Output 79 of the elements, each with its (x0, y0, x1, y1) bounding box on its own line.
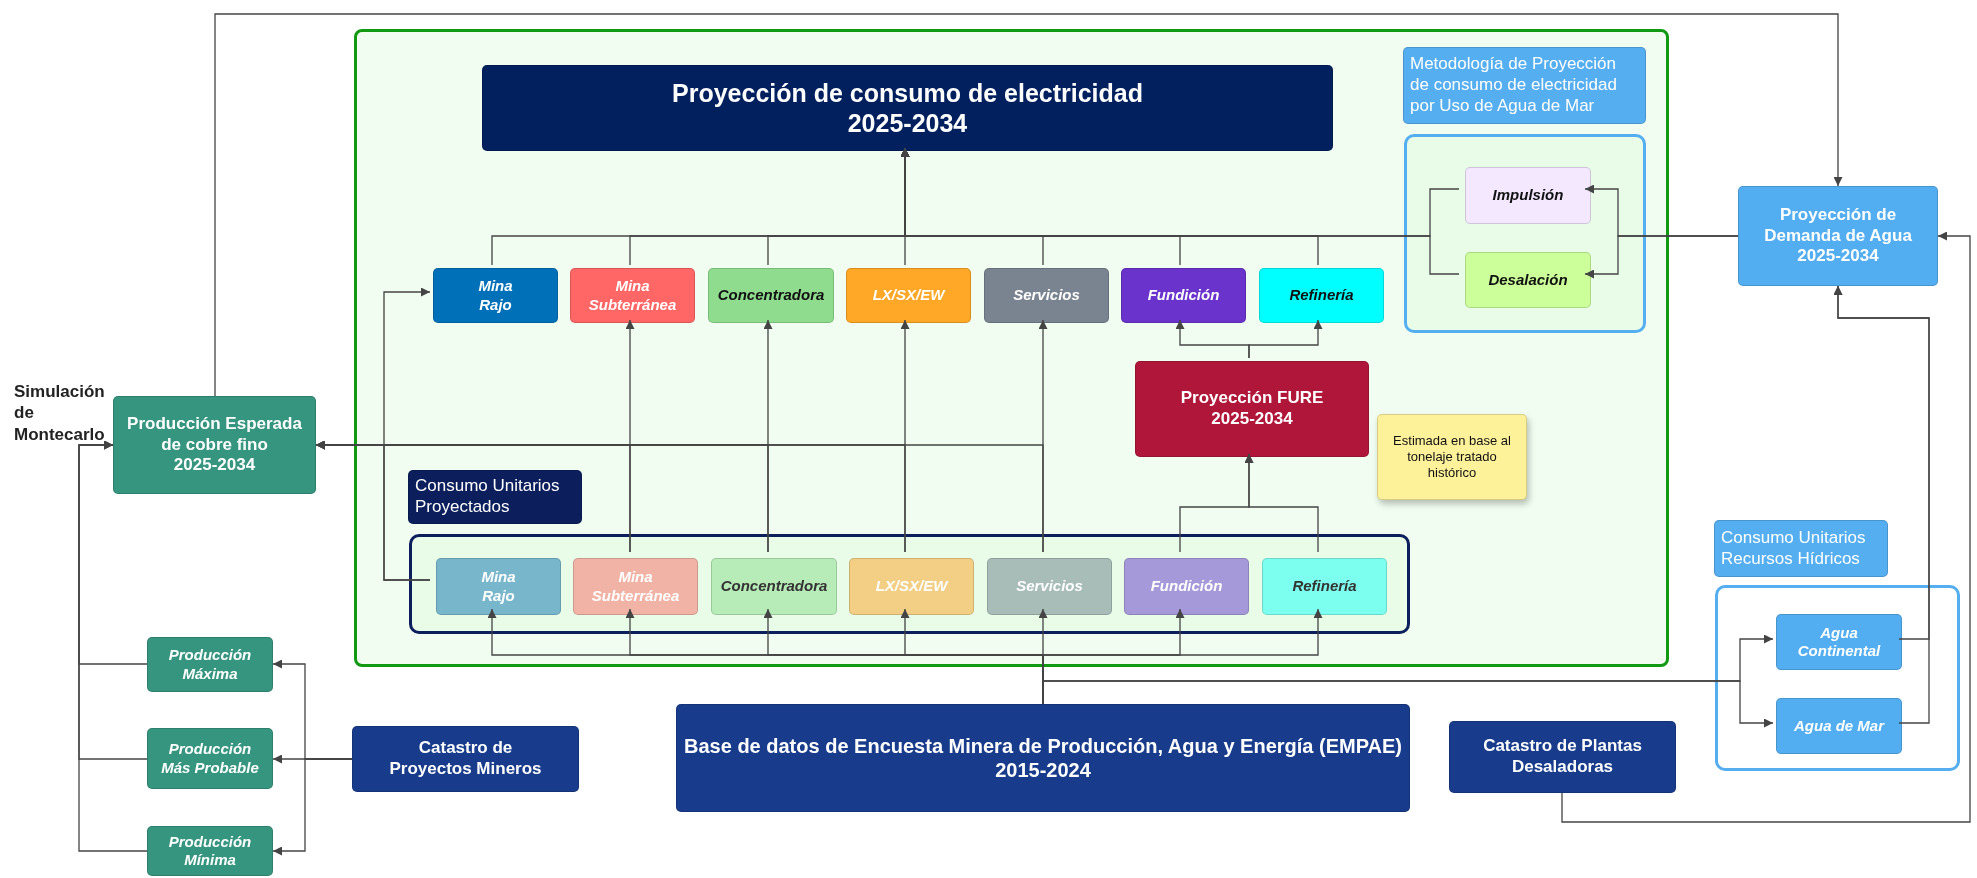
box-label: Estimada en base al tonelaje tratado histórico (1392, 433, 1512, 481)
arrow (1584, 235, 1739, 279)
process-box (984, 268, 1109, 323)
box-label: Servicios (1016, 577, 1083, 596)
process-box (1465, 252, 1591, 308)
box-label: Servicios (1013, 286, 1080, 305)
process-box (436, 558, 561, 615)
arrow (315, 440, 1044, 553)
box-label: LX/SX/EW (875, 577, 948, 596)
arrow (272, 758, 353, 856)
process-box (1465, 167, 1591, 224)
box-label: LX/SX/EW (872, 286, 945, 305)
box-label: Producción Más Probable (160, 740, 260, 777)
group-tab (408, 470, 582, 524)
box-label: Consumo Unitarios Recursos Hídricos (1721, 527, 1867, 570)
process-box (711, 558, 837, 615)
process-box (1776, 614, 1902, 670)
process-box (846, 268, 971, 323)
box-label: Desalación (1488, 270, 1568, 290)
process-box (433, 268, 558, 323)
box-label: Concentradora (720, 577, 828, 596)
box-label: Agua de Mar (1794, 716, 1884, 736)
sticky-note (1377, 414, 1527, 500)
box-label: Fundición (1150, 577, 1223, 596)
process-box (1121, 268, 1246, 323)
box-label: Proyección de Demanda de Agua 2025-2034 (1763, 204, 1913, 268)
group-tab (1714, 520, 1888, 577)
box-label: Proyección FURE 2025-2034 (1179, 388, 1325, 430)
process-box (708, 268, 834, 323)
box-label: Refinería (1292, 577, 1357, 596)
box-label: Base de datos de Encuesta Minera de Producción, Agua y Energía (EMPAE) 2015-2024 (683, 733, 1403, 783)
process-box (573, 558, 698, 615)
box-label: Producción Máxima (167, 646, 253, 683)
scenario-box (147, 637, 273, 692)
box-label: Refinería (1289, 286, 1354, 305)
arrow (1561, 231, 1971, 823)
box-label: Catastro de Proyectos Mineros (388, 738, 543, 780)
arrow (214, 13, 1843, 397)
scenario-box (147, 826, 273, 876)
box-label: Mina Subterránea (590, 568, 681, 605)
process-box (113, 396, 316, 494)
arrow (1244, 453, 1319, 553)
box-label: Mina Subterránea (587, 277, 678, 314)
process-box (570, 268, 695, 323)
box-label: Concentradora (717, 286, 825, 305)
process-box (1124, 558, 1249, 615)
process-box (1259, 268, 1384, 323)
group-frame (1715, 585, 1960, 771)
box-label: Mina Rajo (477, 277, 514, 314)
process-box (849, 558, 974, 615)
arrow (1042, 680, 1774, 728)
box-label: Mina Rajo (480, 568, 517, 605)
title-box (482, 65, 1333, 151)
process-box (1262, 558, 1387, 615)
arrow (1248, 319, 1323, 359)
side-label: Simulación de Montecarlo (14, 381, 106, 445)
process-box (1135, 361, 1369, 457)
box-label: Catastro de Plantas Desaladoras (1482, 736, 1643, 778)
process-box (1776, 698, 1902, 754)
box-label: Consumo Unitarios Proyectados (415, 476, 561, 518)
box-label: Fundición (1147, 286, 1220, 305)
group-frame (409, 534, 1410, 634)
arrow (1833, 285, 1930, 724)
box-label: Agua Continental (1796, 623, 1882, 661)
process-box (1738, 186, 1938, 286)
group-tab (1403, 47, 1646, 124)
group-panel (354, 29, 1669, 667)
box-label: Metodología de Proyección de consumo de electricidad por Uso de Agua de Mar (1410, 54, 1618, 117)
box-label: Producción Mínima (167, 832, 253, 870)
database-box (676, 704, 1410, 812)
scenario-box (147, 728, 273, 789)
box-label: Proyección de consumo de electricidad 2025-2034 (671, 77, 1144, 139)
group-frame (1404, 134, 1646, 333)
arrow (78, 440, 148, 852)
box-label: Producción Esperada de cobre fino 2025-2034 (126, 413, 303, 477)
process-box (987, 558, 1112, 615)
source-box (1449, 721, 1676, 793)
source-box (352, 726, 579, 792)
box-label: Impulsión (1492, 186, 1564, 205)
